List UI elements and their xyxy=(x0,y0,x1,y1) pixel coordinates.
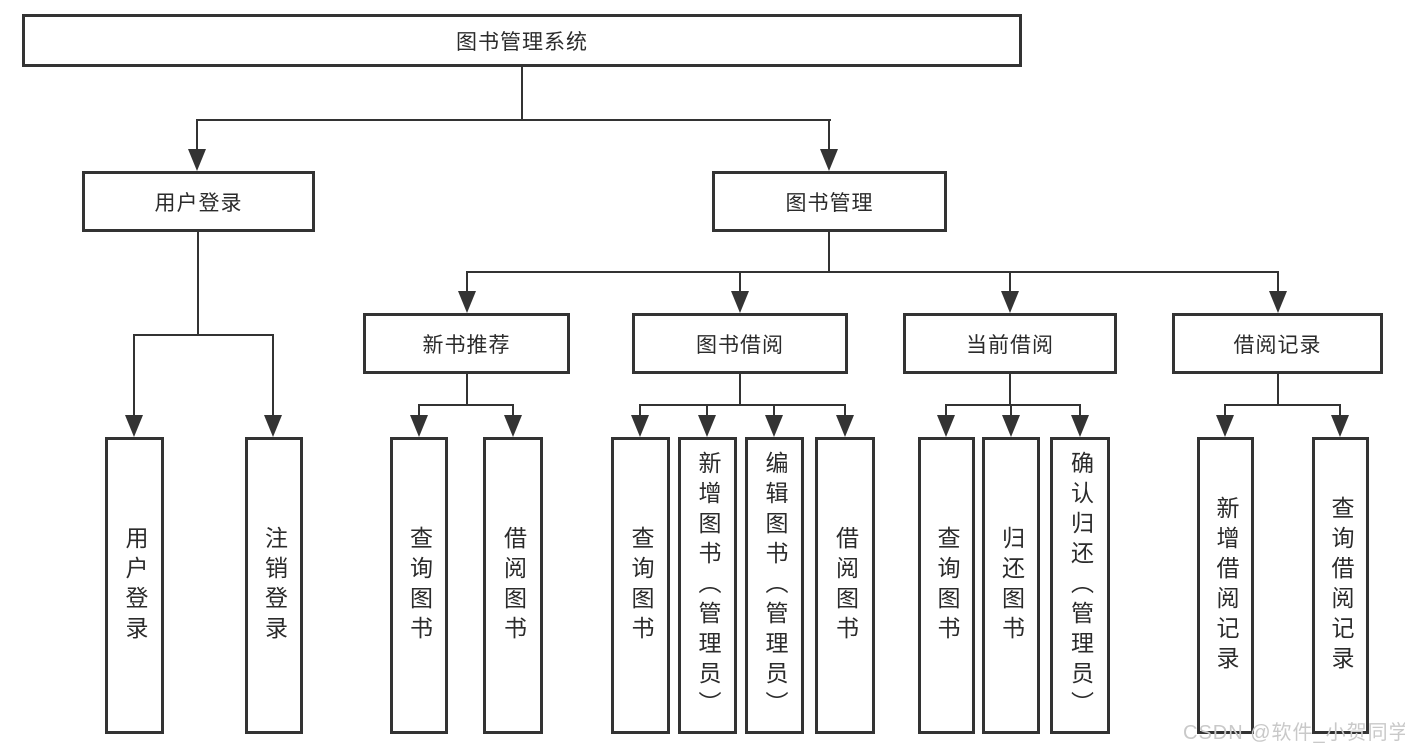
node-root-library-system: 图书管理系统 xyxy=(22,14,1022,67)
leaf-label: 注销登录 xyxy=(261,525,288,646)
leaf-query-books-recommend: 查询图书 xyxy=(390,437,448,734)
arrow-down-icon xyxy=(1001,291,1019,313)
arrow-down-icon xyxy=(631,415,649,437)
connector-line xyxy=(945,404,1081,406)
leaf-label: 查询图书 xyxy=(406,525,433,646)
leaf-edit-books-admin: 编辑图书（管理员） xyxy=(745,437,804,734)
connector-line xyxy=(828,119,830,155)
arrow-down-icon xyxy=(1216,415,1234,437)
node-book-borrowing: 图书借阅 xyxy=(632,313,848,374)
arrow-down-icon xyxy=(698,415,716,437)
connector-line xyxy=(466,271,468,297)
arrow-down-icon xyxy=(504,415,522,437)
leaf-return-books: 归还图书 xyxy=(982,437,1040,734)
node-book-management: 图书管理 xyxy=(712,171,947,232)
arrow-down-icon xyxy=(1002,415,1020,437)
leaf-label: 借阅图书 xyxy=(500,525,527,646)
leaf-label: 新增图书（管理员） xyxy=(695,450,721,721)
connector-line xyxy=(1277,372,1279,406)
connector-line xyxy=(739,372,741,406)
leaf-label: 新增借阅记录 xyxy=(1213,495,1239,676)
leaf-label: 确认归还（管理员） xyxy=(1067,450,1094,721)
connector-line xyxy=(521,65,523,121)
csdn-watermark: CSDN @软件_小贺同学 xyxy=(1183,722,1405,744)
arrow-down-icon xyxy=(264,415,282,437)
leaf-label: 归还图书 xyxy=(998,525,1025,646)
node-label: 借阅记录 xyxy=(1233,333,1322,357)
node-borrowing-records: 借阅记录 xyxy=(1172,313,1383,374)
leaf-logout: 注销登录 xyxy=(245,437,303,734)
leaf-borrow-books: 借阅图书 xyxy=(815,437,875,734)
leaf-query-books-current: 查询图书 xyxy=(918,437,975,734)
arrow-down-icon xyxy=(937,415,955,437)
arrow-down-icon xyxy=(1071,415,1089,437)
connector-line xyxy=(773,404,775,421)
leaf-label: 查询图书 xyxy=(934,525,960,646)
leaf-borrow-books-recommend: 借阅图书 xyxy=(483,437,543,734)
arrow-down-icon xyxy=(410,415,428,437)
arrow-down-icon xyxy=(836,415,854,437)
leaf-add-borrow-record: 新增借阅记录 xyxy=(1197,437,1254,734)
leaf-query-borrow-record: 查询借阅记录 xyxy=(1312,437,1369,734)
arrow-down-icon xyxy=(188,149,206,171)
connector-line xyxy=(1009,271,1011,297)
connector-line xyxy=(1009,372,1011,406)
connector-line xyxy=(639,404,846,406)
node-current-borrowing: 当前借阅 xyxy=(903,313,1117,374)
connector-line xyxy=(133,334,274,336)
node-user-login: 用户登录 xyxy=(82,171,315,232)
connector-line xyxy=(828,230,830,273)
connector-line xyxy=(1010,404,1012,421)
leaf-label: 查询图书 xyxy=(628,525,654,646)
connector-line xyxy=(466,372,468,406)
connector-line xyxy=(133,334,135,419)
connector-line xyxy=(272,334,274,419)
connector-line xyxy=(739,271,741,297)
leaf-query-books-borrow: 查询图书 xyxy=(611,437,670,734)
leaf-user-login: 用户登录 xyxy=(105,437,164,734)
arrow-down-icon xyxy=(1269,291,1287,313)
connector-line xyxy=(945,404,947,421)
node-new-book-recommendation: 新书推荐 xyxy=(363,313,570,374)
arrow-down-icon xyxy=(125,415,143,437)
node-label: 图书管理 xyxy=(785,191,874,215)
connector-line xyxy=(706,404,708,421)
connector-line xyxy=(197,119,831,121)
leaf-label: 借阅图书 xyxy=(832,525,859,646)
node-label: 当前借阅 xyxy=(966,333,1054,357)
node-label: 图书管理系统 xyxy=(456,30,588,54)
arrow-down-icon xyxy=(1331,415,1349,437)
connector-line xyxy=(466,271,1279,273)
leaf-label: 查询借阅记录 xyxy=(1328,495,1354,676)
arrow-down-icon xyxy=(765,415,783,437)
connector-line xyxy=(418,404,420,421)
leaf-label: 编辑图书（管理员） xyxy=(762,450,788,721)
leaf-label: 用户登录 xyxy=(122,525,148,646)
node-label: 新书推荐 xyxy=(422,333,511,357)
node-label: 图书借阅 xyxy=(696,333,784,357)
connector-line xyxy=(197,230,199,336)
connector-line xyxy=(1224,404,1226,421)
arrow-down-icon xyxy=(458,291,476,313)
connector-line xyxy=(639,404,641,421)
arrow-down-icon xyxy=(731,291,749,313)
connector-line xyxy=(844,404,846,421)
connector-line xyxy=(1079,404,1081,421)
connector-line xyxy=(1339,404,1341,421)
connector-line xyxy=(1277,271,1279,297)
arrow-down-icon xyxy=(820,149,838,171)
connector-line xyxy=(418,404,514,406)
connector-line xyxy=(1224,404,1341,406)
leaf-add-books-admin: 新增图书（管理员） xyxy=(678,437,737,734)
leaf-confirm-return-admin: 确认归还（管理员） xyxy=(1050,437,1110,734)
connector-line xyxy=(512,404,514,421)
connector-line xyxy=(196,119,198,155)
node-label: 用户登录 xyxy=(154,191,243,215)
